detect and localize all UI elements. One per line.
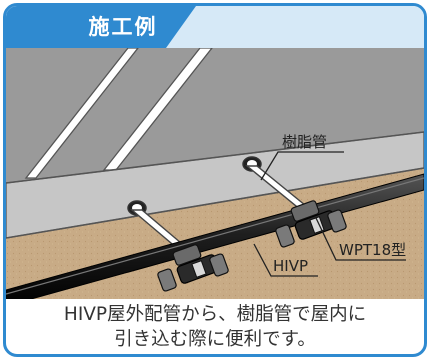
caption-line-1: HIVP屋外配管から、樹脂管で屋内に xyxy=(63,304,367,325)
label-hivp: HIVP xyxy=(273,257,308,275)
hivp-main-pipe xyxy=(6,173,424,299)
wpt18-fitting-left xyxy=(157,244,229,292)
panel-title: 施工例 xyxy=(88,15,158,39)
callout-lines xyxy=(253,151,406,277)
caption: HIVP屋外配管から、樹脂管で屋内に 引き込む際に便利です。 xyxy=(6,299,424,354)
header-tab xyxy=(6,6,196,48)
label-resin-pipe: 樹脂管 xyxy=(282,133,327,151)
label-wpt18: WPT18型 xyxy=(339,241,406,259)
wpt18-fitting-right xyxy=(275,200,347,248)
installation-illustration: 樹脂管 WPT18型 HIVP xyxy=(6,48,424,299)
caption-line-2: 引き込む際に便利です。 xyxy=(114,329,316,350)
slab-rails xyxy=(24,48,213,179)
example-panel: 施工例 xyxy=(3,3,427,357)
